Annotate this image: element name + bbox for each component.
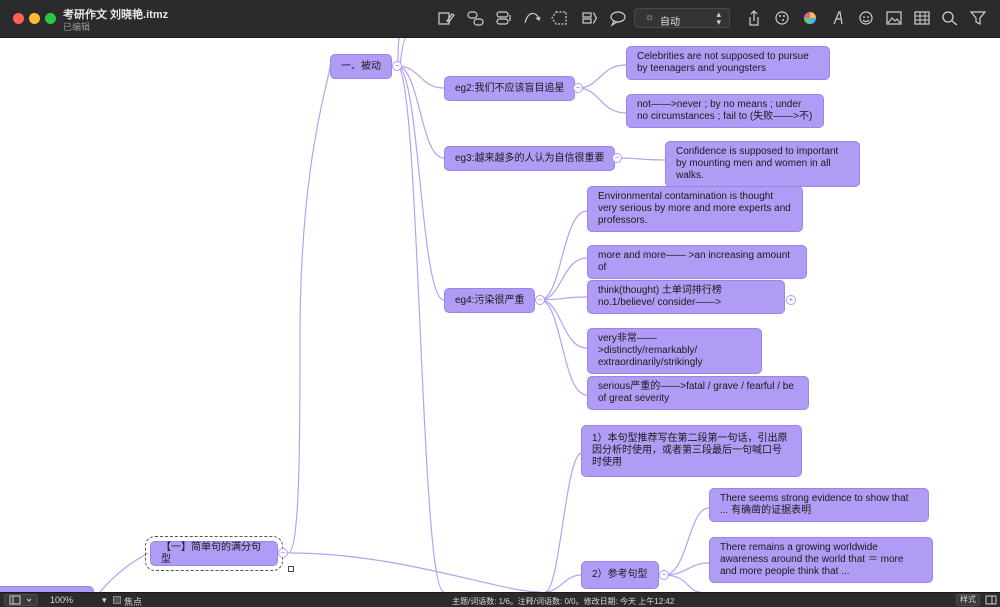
topic-eg2-b[interactable]: not——>never ; by no means ; under no cir… [626,94,824,128]
image-icon[interactable] [884,9,904,27]
sparkle-icon: ☼ [645,12,655,23]
summary-icon[interactable] [580,9,600,27]
boundary-icon[interactable] [550,9,570,27]
zoom-level[interactable]: 100% [50,595,74,605]
topic-ref-2[interactable]: 2）参考句型 [581,561,659,589]
topic-eg4-d[interactable]: very非常——>distinctly/remarkably/ extraord… [587,328,762,374]
layout-select[interactable]: ☼ 自动 ▴▾ [634,8,730,28]
collapse-toggle[interactable]: − [535,295,545,305]
topic-eg3-a[interactable]: Confidence is supposed to important by m… [665,141,860,187]
topic-eg3[interactable]: eg3:越来越多的人认为自信很重要 [444,146,616,171]
resize-handle[interactable] [288,566,294,572]
topic-ref-2-a[interactable]: There seems strong evidence to show that… [709,488,929,522]
focus-checkbox[interactable] [113,596,121,604]
topic-branch-1[interactable]: 一、被动 [330,54,392,79]
minimize-window-button[interactable] [29,13,40,24]
collapse-toggle[interactable]: − [278,548,288,558]
relation-icon[interactable] [522,9,542,27]
document-stats: 主题/词语数: 1/6。注释/词语数: 0/0。修改日期: 今天 上午12:42 [452,597,675,606]
topic-eg4-c[interactable]: think(thought) 土单词排行榜no.1/believe/ consi… [587,280,785,314]
collapse-toggle[interactable]: − [612,153,622,163]
callout-icon[interactable] [608,9,628,27]
topic-eg2-a[interactable]: Celebrities are not supposed to pursue b… [626,46,830,80]
search-icon[interactable] [940,9,960,27]
close-window-button[interactable] [13,13,24,24]
topic-eg4-b[interactable]: more and more—— >an increasing amount of [587,245,807,279]
topic-icon[interactable] [466,9,486,27]
title-bar: 考研作文 刘晓艳.itmz 已编辑 ☼ 自动 ▴▾ [0,0,1000,38]
connector-lines [99,38,710,592]
topic-eg4-e[interactable]: serious严重的——>fatal / grave / fearful / b… [587,376,809,410]
font-icon[interactable] [828,9,848,27]
up-down-chevron-icon: ▴▾ [716,9,721,27]
style-button[interactable]: 样式 [956,594,980,606]
table-icon[interactable] [912,9,932,27]
focus-label: 焦点 [124,597,143,607]
topic-eg4[interactable]: eg4:污染很严重 [444,288,536,313]
document-title: 考研作文 刘晓艳.itmz [63,9,169,21]
sidebar-right-icon[interactable] [985,594,997,607]
sidebar-icon [9,595,32,605]
zoom-chevron-icon[interactable]: ▾ [102,595,107,605]
zoom-window-button[interactable] [45,13,56,24]
mindmap-canvas[interactable]: 一、被动 − eg2:我们不应该盲目追星 − Celebrities are n… [0,38,1000,592]
topic-note-1[interactable]: 1）本句型推荐写在第二段第一句话，引出原因分析时使用，或者第三段最后一句喊口号时… [581,425,802,477]
share-icon[interactable] [744,9,764,27]
color-icon[interactable] [800,9,820,27]
root-topic-partial[interactable] [0,586,94,592]
topic-eg2[interactable]: eg2:我们不应该盲目追星 [444,76,576,101]
topic-eg4-a[interactable]: Environmental contamination is thought v… [587,186,803,232]
status-bar: 100% ▾ 焦点 主题/词语数: 1/6。注释/词语数: 0/0。修改日期: … [0,592,1000,607]
collapse-toggle[interactable]: − [573,83,583,93]
collapse-toggle[interactable]: − [659,570,669,580]
collapse-toggle[interactable]: − [392,61,402,71]
document-status: 已编辑 [63,22,91,32]
sidebar-toggle-button[interactable] [4,594,38,606]
sketch-icon[interactable] [436,9,456,27]
subtopic-icon[interactable] [494,9,514,27]
filter-icon[interactable] [968,9,988,27]
topic-ref-2-b[interactable]: There remains a growing worldwide awaren… [709,537,933,583]
topic-section-1[interactable]: 【一】简单句的满分句型 [145,536,283,571]
theme-icon[interactable] [772,9,792,27]
expand-toggle[interactable]: + [786,295,796,305]
emoji-icon[interactable] [856,9,876,27]
